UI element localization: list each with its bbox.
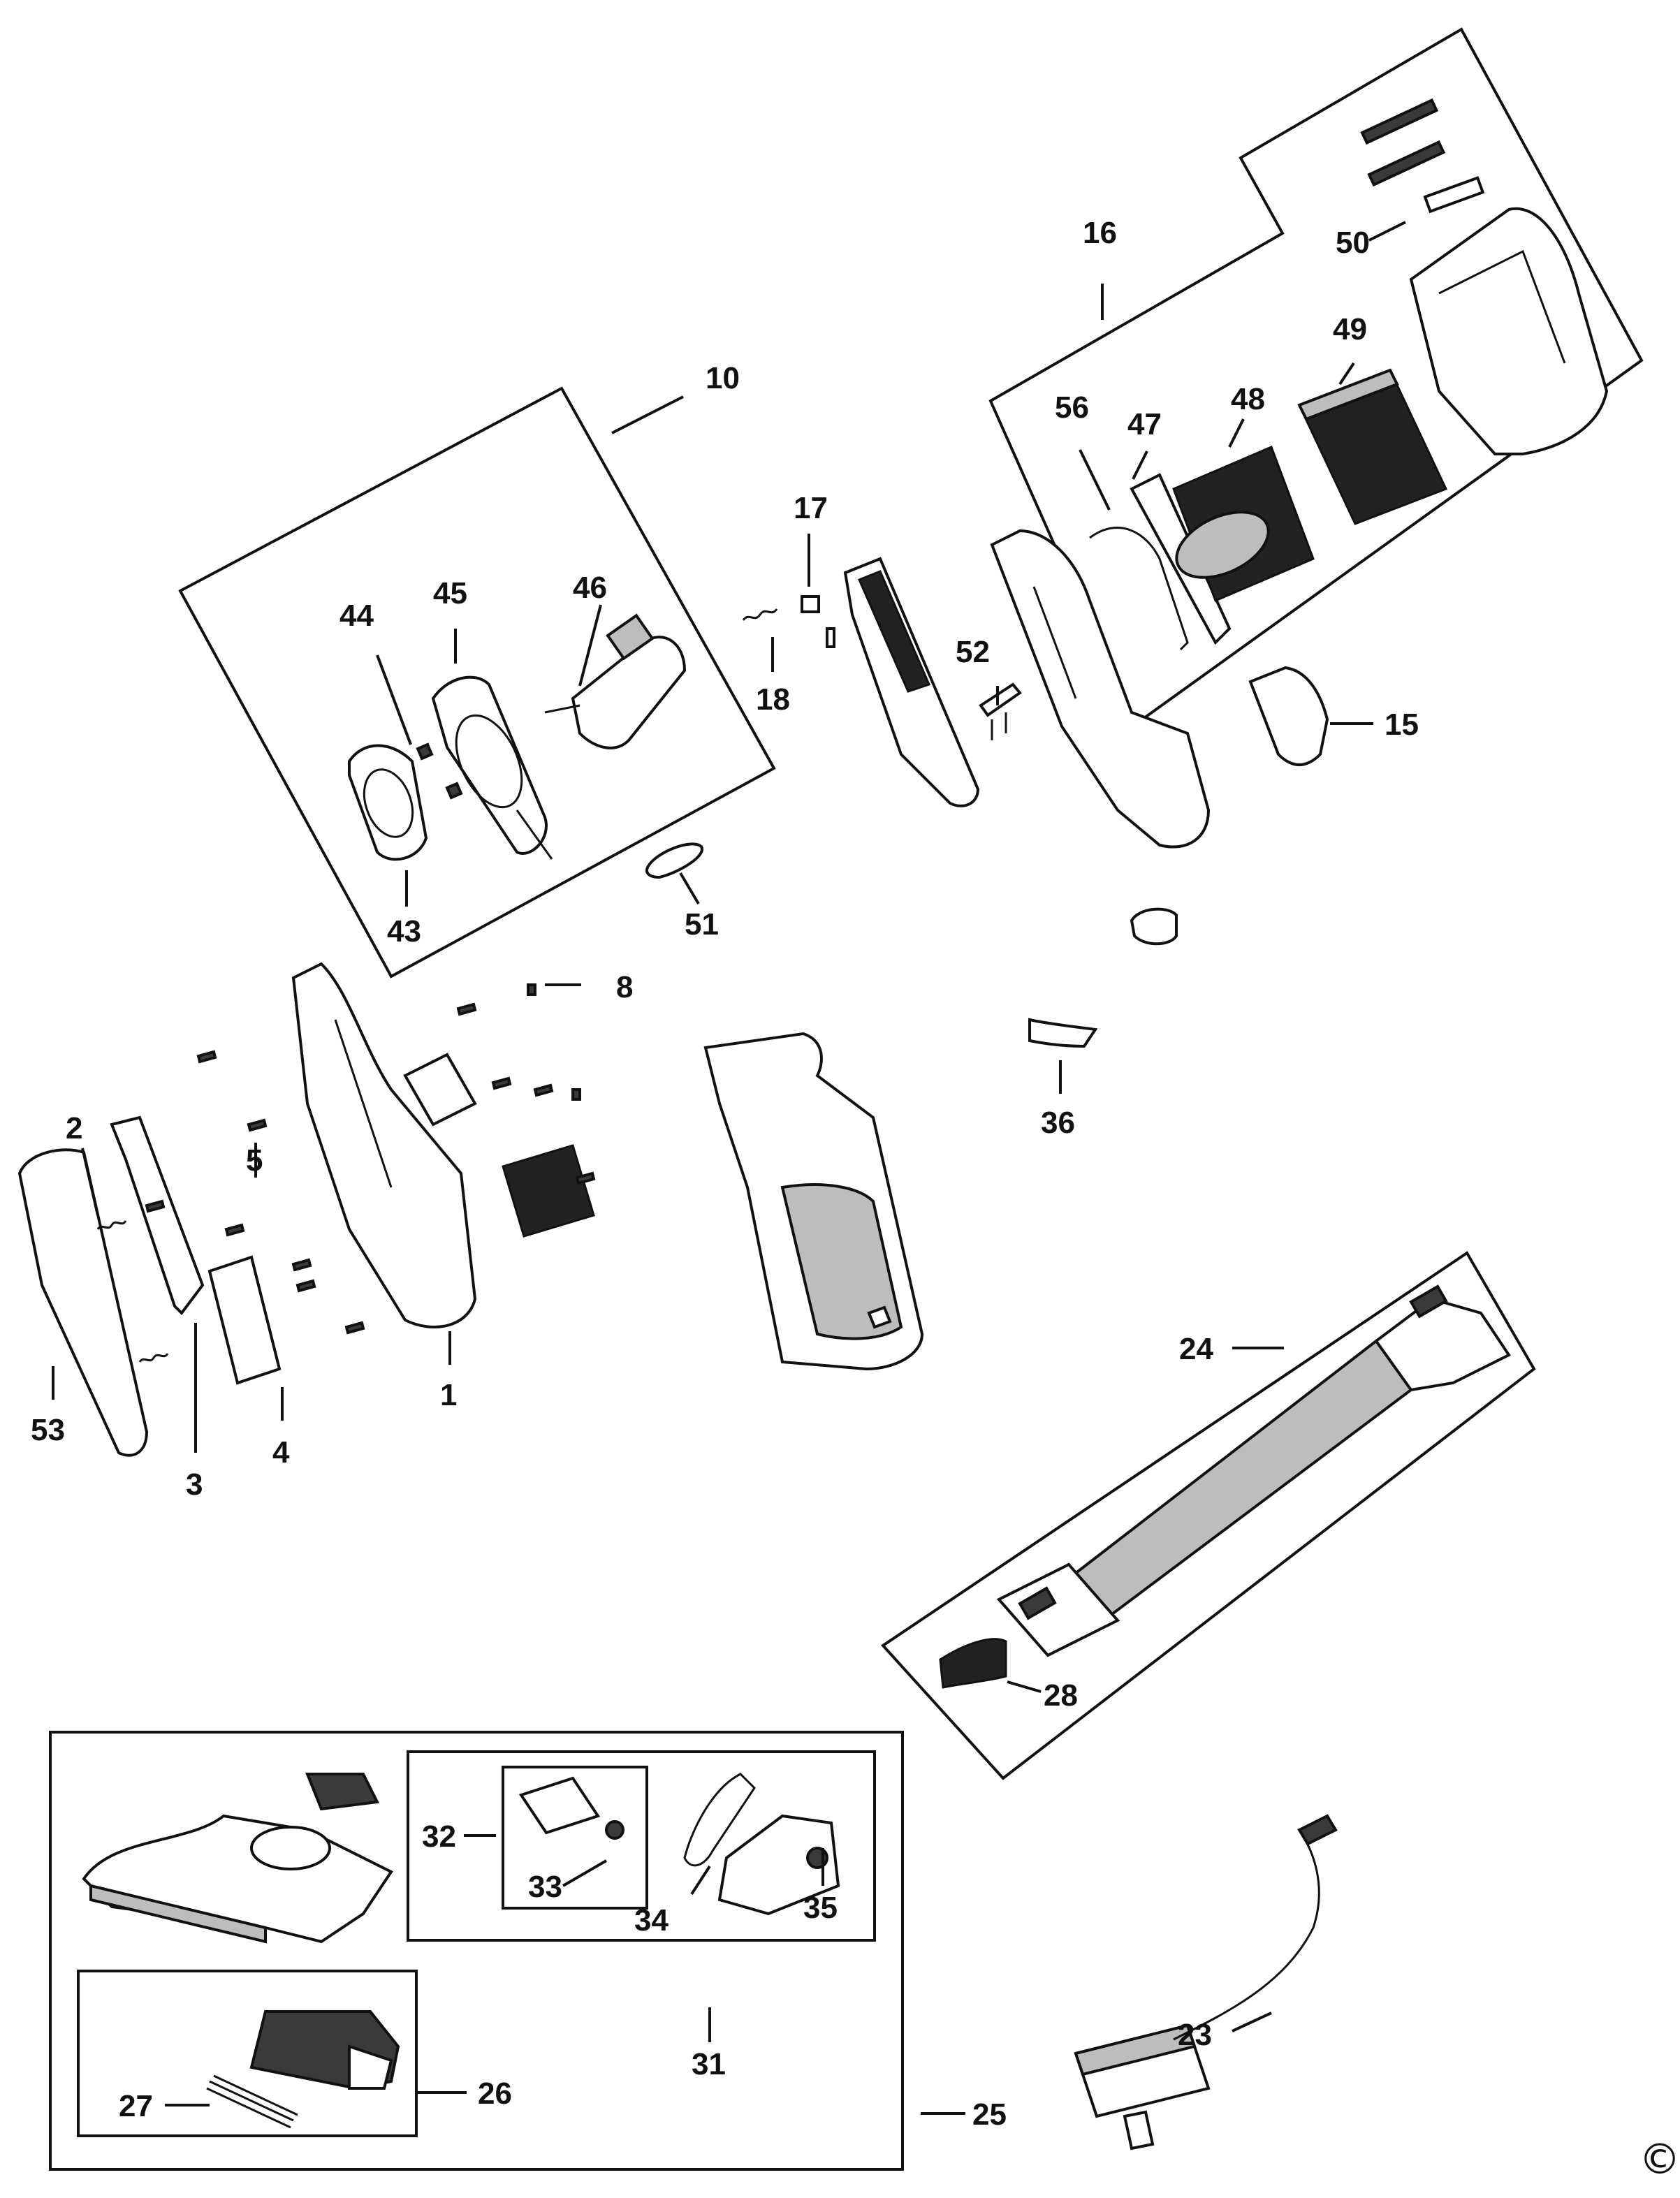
part-25-floor-head — [82, 1773, 393, 1944]
part-main-handle-body — [703, 1032, 924, 1371]
copyright-mark: © — [1639, 2135, 1680, 2184]
callout-49: 49 — [1333, 312, 1367, 346]
callout-26: 26 — [478, 2076, 512, 2111]
group-box-24 — [880, 1251, 1536, 1780]
part-56-seal — [1089, 527, 1189, 651]
callout-56: 56 — [1055, 390, 1089, 425]
part-3-inner-cover — [110, 1115, 205, 1316]
part-43-fan-cover — [348, 744, 428, 861]
callout-50: 50 — [1336, 226, 1370, 260]
callout-45: 45 — [433, 576, 467, 610]
callout-1: 1 — [440, 1378, 457, 1412]
callout-32: 32 — [422, 1819, 456, 1854]
part-46-motor — [544, 613, 687, 749]
part-53-outer-cover — [17, 1148, 149, 1457]
callout-16: 16 — [1083, 216, 1117, 250]
part-battery-holder — [403, 1053, 477, 1127]
part-36-label — [1028, 1018, 1098, 1048]
callout-51: 51 — [685, 907, 719, 942]
callout-24: 24 — [1179, 1332, 1213, 1366]
part-17-clip — [801, 595, 820, 613]
group-box-31 — [407, 1750, 876, 1942]
callout-2: 2 — [66, 1111, 82, 1145]
part-49-pleated-filter — [1297, 368, 1448, 525]
callout-43: 43 — [387, 914, 421, 948]
callout-36: 36 — [1041, 1106, 1075, 1140]
callout-48: 48 — [1231, 382, 1265, 416]
group-box-26 — [77, 1970, 418, 2137]
callout-28: 28 — [1044, 1678, 1078, 1713]
part-33-gear — [605, 1820, 624, 1840]
part-handle-cover — [843, 557, 980, 807]
callout-33: 33 — [528, 1870, 562, 1904]
part-2-springs — [96, 1220, 169, 1363]
callout-18: 18 — [756, 682, 790, 717]
part-15-cap — [1248, 666, 1329, 766]
part-5-screws — [145, 983, 596, 1335]
part-cell-pack — [502, 1144, 595, 1238]
callout-17: 17 — [794, 491, 828, 525]
callout-52: 52 — [956, 635, 990, 669]
callout-46: 46 — [573, 571, 607, 605]
part-27-brush-roll — [206, 2074, 298, 2129]
part-18-spring — [742, 608, 835, 648]
part-button — [1130, 907, 1178, 946]
part-28-clip — [939, 1638, 1007, 1689]
part-dust-bowl — [1409, 207, 1609, 455]
group-box-32 — [502, 1766, 648, 1910]
callout-23: 23 — [1178, 2018, 1212, 2052]
callout-5: 5 — [246, 1143, 263, 1178]
part-52-switch-bracket — [979, 682, 1022, 740]
part-51-gasket — [645, 842, 703, 879]
group-box-10 — [178, 386, 776, 979]
part-32-motor — [518, 1776, 601, 1835]
callout-53: 53 — [31, 1413, 65, 1447]
part-24-extension-tube — [996, 1284, 1511, 1657]
part-45-motor-housing — [431, 675, 553, 860]
part-23-charger — [1074, 1814, 1338, 2151]
callout-44: 44 — [339, 599, 374, 633]
part-48-cartridge-filter — [1172, 446, 1315, 602]
callout-4: 4 — [272, 1435, 290, 1470]
part-1-housing-half — [291, 962, 477, 1328]
callout-34: 34 — [634, 1903, 669, 1937]
callout-47: 47 — [1127, 407, 1162, 441]
callout-31: 31 — [692, 2047, 726, 2081]
part-26-brush-cover — [249, 2010, 400, 2090]
callout-25: 25 — [972, 2097, 1007, 2132]
part-4-battery-pad — [207, 1255, 282, 1385]
group-box-25 — [49, 1731, 904, 2171]
part-44-screw — [416, 742, 463, 800]
callout-27: 27 — [119, 2089, 153, 2123]
part-50-latch — [1360, 98, 1485, 214]
part-34-drive-belt — [683, 1773, 756, 1867]
callout-15: 15 — [1385, 708, 1419, 742]
callout-3: 3 — [186, 1467, 203, 1502]
part-main-body-right — [990, 529, 1211, 849]
callout-8: 8 — [616, 970, 633, 1004]
callout-10: 10 — [706, 361, 740, 395]
callout-35: 35 — [803, 1891, 838, 1925]
